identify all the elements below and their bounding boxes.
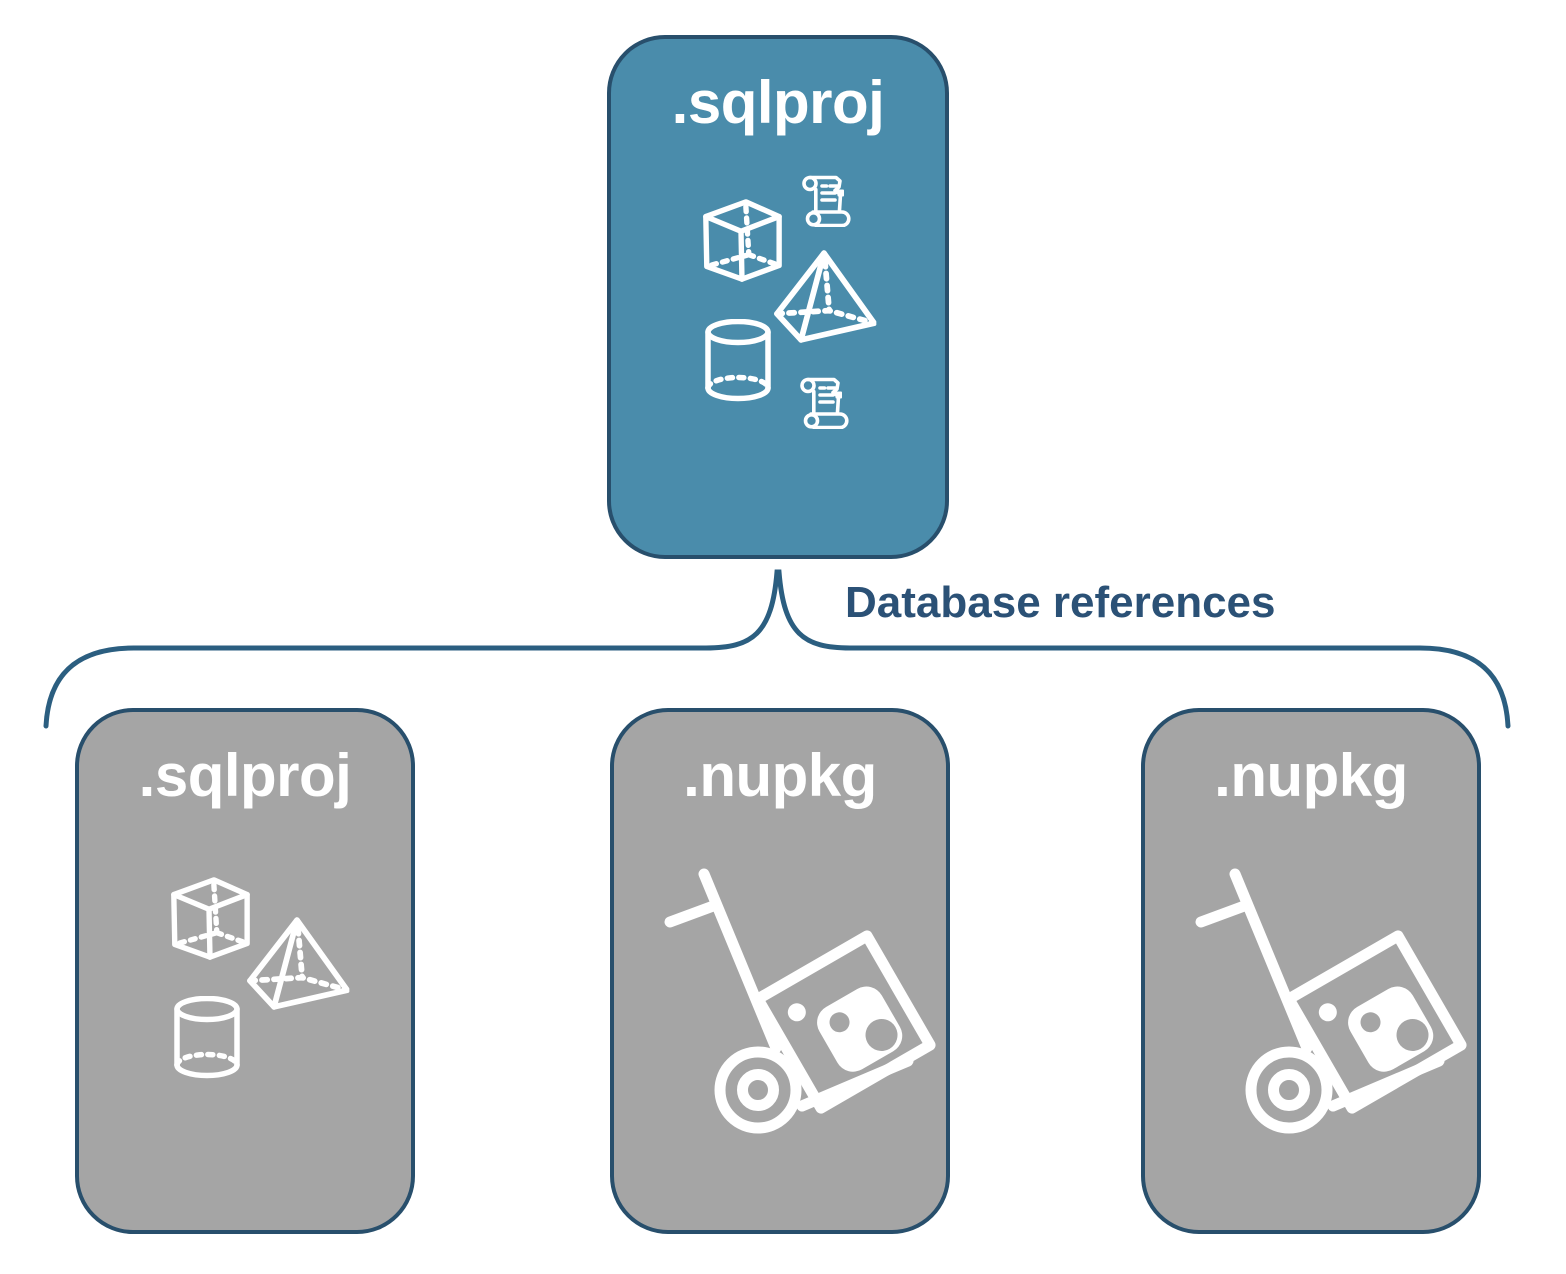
pyramid-icon <box>239 916 355 1010</box>
scroll-icon <box>797 375 853 429</box>
child-box-label: .nupkg <box>1214 742 1408 809</box>
child-box-label: .nupkg <box>683 742 877 809</box>
child-nupkg-box-1: .nupkg <box>610 708 950 1234</box>
child-box-label: .sqlproj <box>138 742 352 809</box>
scroll-icon <box>799 173 855 227</box>
child-sqlproj-box: .sqlproj <box>75 708 415 1234</box>
pyramid-icon <box>771 249 877 343</box>
root-box-label: .sqlproj <box>671 69 885 136</box>
cylinder-icon <box>172 996 242 1080</box>
brace-connector <box>43 569 1511 729</box>
package-hand-truck-icon <box>1187 862 1467 1134</box>
connector-label: Database references <box>845 578 1276 627</box>
child-nupkg-box-2: .nupkg <box>1141 708 1481 1234</box>
root-sqlproj-box: .sqlproj <box>607 35 949 559</box>
package-hand-truck-icon <box>656 862 936 1134</box>
cylinder-icon <box>703 319 773 403</box>
